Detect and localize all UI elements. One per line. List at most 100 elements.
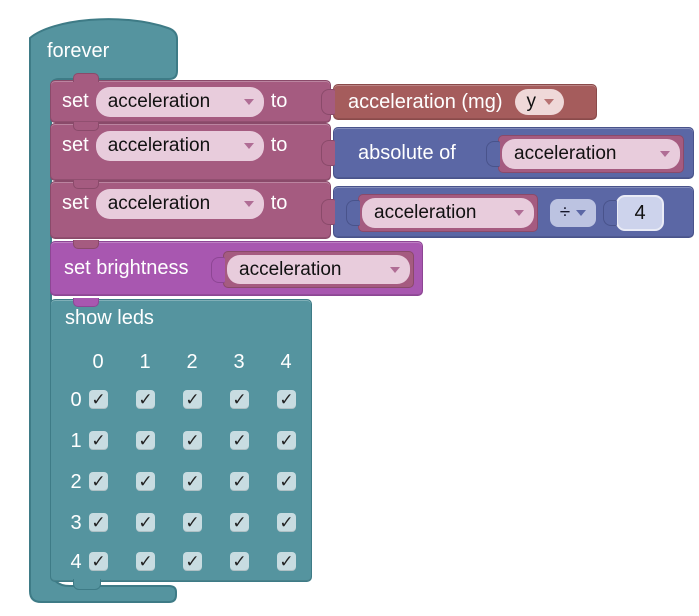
led-checkbox[interactable]: ✓ — [183, 552, 202, 571]
check-icon: ✓ — [185, 472, 200, 491]
led-checkbox[interactable]: ✓ — [89, 390, 108, 409]
set-brightness-label: set brightness — [64, 257, 189, 279]
variable-dropdown-value: acceleration — [107, 90, 211, 112]
number-input[interactable]: 4 — [616, 195, 664, 231]
value-socket — [321, 199, 335, 225]
division-block[interactable]: acceleration ÷ 4 — [321, 186, 694, 238]
variable-dropdown[interactable]: acceleration — [502, 139, 680, 169]
led-checkbox[interactable]: ✓ — [89, 431, 108, 450]
axis-dropdown[interactable]: y — [514, 89, 565, 115]
check-icon: ✓ — [138, 472, 153, 491]
led-checkbox[interactable]: ✓ — [136, 472, 155, 491]
variable-dropdown-value: acceleration — [514, 143, 617, 164]
led-checkbox[interactable]: ✓ — [277, 431, 296, 450]
set-brightness-block[interactable]: set brightness acceleration — [50, 240, 423, 296]
led-row-header: 1 — [70, 430, 82, 452]
dropdown-arrow-icon — [576, 210, 587, 216]
led-checkbox[interactable]: ✓ — [230, 552, 249, 571]
variable-dropdown[interactable]: acceleration — [227, 255, 410, 284]
led-checkbox[interactable]: ✓ — [136, 431, 155, 450]
notch-tab — [73, 122, 99, 131]
led-checkbox[interactable]: ✓ — [89, 552, 108, 571]
variable-dropdown[interactable]: acceleration — [362, 198, 534, 228]
led-checkbox[interactable]: ✓ — [277, 513, 296, 532]
value-socket — [346, 200, 360, 226]
led-col-header: 0 — [92, 351, 104, 373]
check-icon: ✓ — [91, 472, 106, 491]
absolute-of-block[interactable]: absolute of acceleration — [321, 127, 694, 179]
variable-dropdown-value: acceleration — [107, 192, 211, 214]
number-shadow-block: 4 — [603, 195, 664, 231]
forever-label: forever — [47, 40, 110, 62]
check-icon: ✓ — [232, 390, 247, 409]
notch-tab — [73, 298, 99, 307]
operator-dropdown-value: ÷ — [559, 202, 571, 223]
led-checkbox[interactable]: ✓ — [230, 390, 249, 409]
set-label: set — [62, 134, 89, 156]
check-icon: ✓ — [91, 431, 106, 450]
check-icon: ✓ — [185, 390, 200, 409]
value-socket — [321, 89, 335, 115]
operator-dropdown[interactable]: ÷ — [550, 199, 596, 227]
check-icon: ✓ — [91, 513, 106, 532]
led-col-header: 2 — [186, 351, 198, 373]
dropdown-arrow-icon — [243, 142, 254, 149]
set-variable-block-3[interactable]: set acceleration to — [50, 180, 331, 239]
led-checkbox[interactable]: ✓ — [230, 431, 249, 450]
to-label: to — [270, 192, 288, 214]
dropdown-arrow-icon — [243, 200, 254, 207]
led-checkbox[interactable]: ✓ — [136, 552, 155, 571]
led-checkbox[interactable]: ✓ — [89, 513, 108, 532]
value-socket — [486, 141, 500, 167]
check-icon: ✓ — [185, 552, 200, 571]
check-icon: ✓ — [279, 513, 294, 532]
set-variable-block-1[interactable]: set acceleration to — [50, 73, 331, 123]
dropdown-arrow-icon — [390, 266, 400, 273]
variable-dropdown[interactable]: acceleration — [95, 130, 264, 161]
set-label: set — [62, 192, 89, 214]
notch-tab — [73, 180, 99, 189]
check-icon: ✓ — [279, 431, 294, 450]
check-icon: ✓ — [138, 552, 153, 571]
led-checkbox[interactable]: ✓ — [277, 552, 296, 571]
dropdown-arrow-icon — [514, 210, 524, 216]
absolute-of-label: absolute of — [358, 141, 456, 164]
variable-dropdown-value: acceleration — [239, 258, 342, 280]
variable-reporter-block[interactable]: acceleration — [486, 135, 684, 173]
led-col-header: 1 — [139, 351, 151, 373]
led-checkbox[interactable]: ✓ — [183, 513, 202, 532]
check-icon: ✓ — [232, 552, 247, 571]
acceleration-mg-block[interactable]: acceleration (mg) y — [321, 84, 597, 120]
led-checkbox[interactable]: ✓ — [183, 390, 202, 409]
led-checkbox[interactable]: ✓ — [136, 390, 155, 409]
check-icon: ✓ — [91, 552, 106, 571]
check-icon: ✓ — [185, 513, 200, 532]
led-checkbox[interactable]: ✓ — [277, 390, 296, 409]
led-col-header: 3 — [233, 351, 245, 373]
check-icon: ✓ — [279, 472, 294, 491]
led-checkbox[interactable]: ✓ — [183, 472, 202, 491]
check-icon: ✓ — [279, 390, 294, 409]
variable-dropdown[interactable]: acceleration — [95, 188, 264, 219]
dropdown-arrow-icon — [544, 99, 555, 105]
check-icon: ✓ — [91, 390, 106, 409]
check-icon: ✓ — [232, 472, 247, 491]
led-checkbox[interactable]: ✓ — [89, 472, 108, 491]
led-checkbox[interactable]: ✓ — [183, 431, 202, 450]
show-leds-block[interactable]: show leds 0 1 2 3 4 0 1 2 3 4 ✓ ✓ ✓ ✓ ✓ … — [50, 298, 312, 590]
variable-reporter-block[interactable]: acceleration — [346, 194, 538, 232]
check-icon: ✓ — [279, 552, 294, 571]
led-checkbox[interactable]: ✓ — [230, 513, 249, 532]
led-checkbox[interactable]: ✓ — [230, 472, 249, 491]
notch-tab — [73, 240, 99, 249]
led-checkbox[interactable]: ✓ — [277, 472, 296, 491]
check-icon: ✓ — [138, 431, 153, 450]
variable-reporter-block[interactable]: acceleration — [211, 251, 414, 288]
led-row-header: 0 — [70, 389, 82, 411]
set-variable-block-2[interactable]: set acceleration to — [50, 122, 331, 181]
led-checkbox[interactable]: ✓ — [136, 513, 155, 532]
notch-tab — [73, 73, 99, 82]
variable-dropdown[interactable]: acceleration — [95, 86, 264, 117]
check-icon: ✓ — [185, 431, 200, 450]
